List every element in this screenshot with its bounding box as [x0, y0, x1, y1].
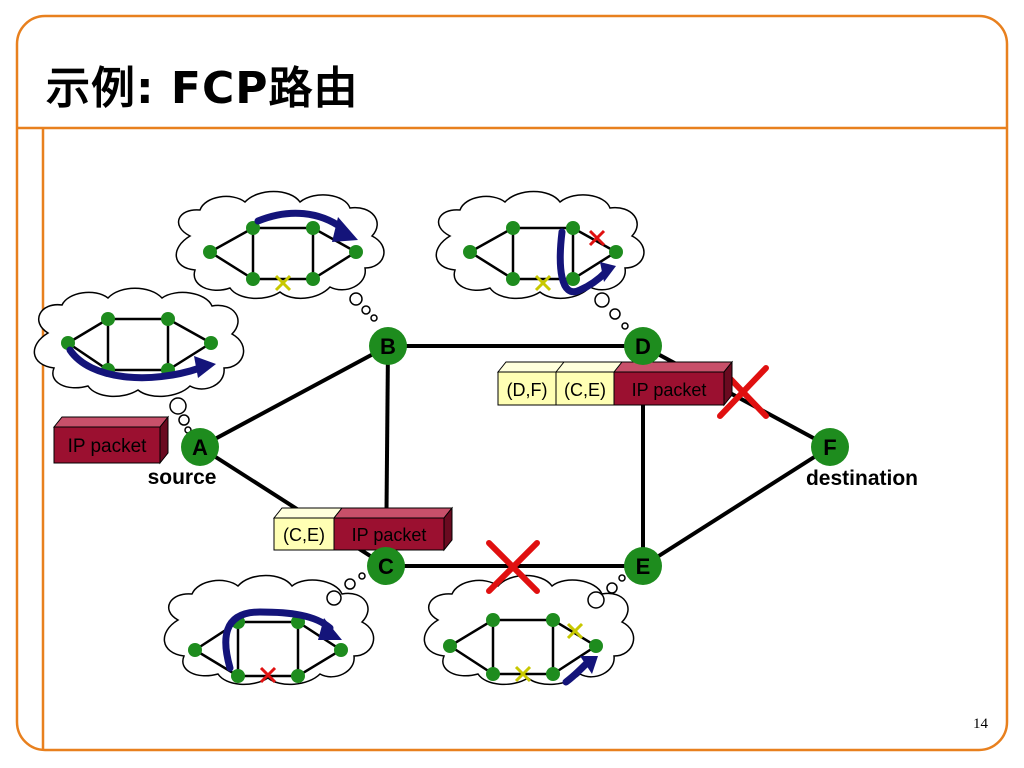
svg-text:F: F	[823, 435, 836, 460]
cross-yellow-icon	[534, 274, 552, 292]
packet-source: IP packet	[52, 415, 170, 465]
link-A-B	[199, 344, 389, 449]
node-A: A	[181, 428, 219, 466]
thought-cloud-a	[33, 287, 245, 434]
route-arrow-c	[222, 608, 334, 672]
svg-text:E: E	[636, 554, 651, 579]
node-C: C	[367, 547, 405, 585]
node-F: F	[811, 428, 849, 466]
packet-d-header2-label: (C,E)	[564, 380, 606, 400]
thought-cloud-c	[163, 572, 375, 686]
node-B: B	[369, 327, 407, 365]
route-arrow-e	[562, 660, 590, 686]
failure-cross-ce-icon	[486, 540, 540, 594]
network-nodes: A B C D E F	[181, 327, 849, 585]
slide-title: 示例: FCP路由	[46, 63, 359, 114]
svg-text:B: B	[380, 334, 396, 359]
svg-text:A: A	[192, 435, 208, 460]
destination-label: destination	[806, 467, 918, 490]
route-arrow-d	[556, 228, 610, 296]
cross-red-icon	[259, 666, 277, 684]
page-number: 14	[973, 716, 988, 732]
packet-d: (D,F) (C,E) IP packet	[496, 360, 734, 407]
arrowhead-icon	[600, 262, 616, 282]
packet-d-body-label: IP packet	[632, 380, 707, 400]
thought-cloud-d	[435, 190, 645, 330]
cross-red-icon	[588, 229, 606, 247]
packet-c-header-label: (C,E)	[283, 525, 325, 545]
svg-text:D: D	[635, 334, 651, 359]
source-label: source	[148, 466, 217, 489]
packet-d-header1-label: (D,F)	[507, 380, 548, 400]
route-arrow-b	[254, 209, 346, 232]
mini-graph-nodes	[61, 221, 623, 683]
link-E-F	[641, 445, 832, 568]
cross-yellow-icon	[514, 665, 532, 683]
node-E: E	[624, 547, 662, 585]
mini-crosses	[259, 229, 606, 684]
slide-border	[15, 14, 1009, 752]
node-D: D	[624, 327, 662, 365]
arrowhead-icon	[194, 356, 216, 378]
cross-yellow-icon	[566, 622, 584, 640]
packet-source-label: IP packet	[68, 436, 148, 457]
svg-text:C: C	[378, 554, 394, 579]
cross-yellow-icon	[274, 274, 292, 292]
arrowhead-icon	[580, 656, 598, 674]
packet-c: (C,E) IP packet	[272, 506, 454, 552]
route-arrow-a	[66, 346, 204, 382]
packet-c-body-label: IP packet	[352, 525, 427, 545]
arrowhead-icon	[318, 618, 342, 640]
arrowhead-icon	[332, 217, 358, 242]
route-arrows	[66, 209, 610, 686]
route-arrowheads	[194, 217, 616, 674]
